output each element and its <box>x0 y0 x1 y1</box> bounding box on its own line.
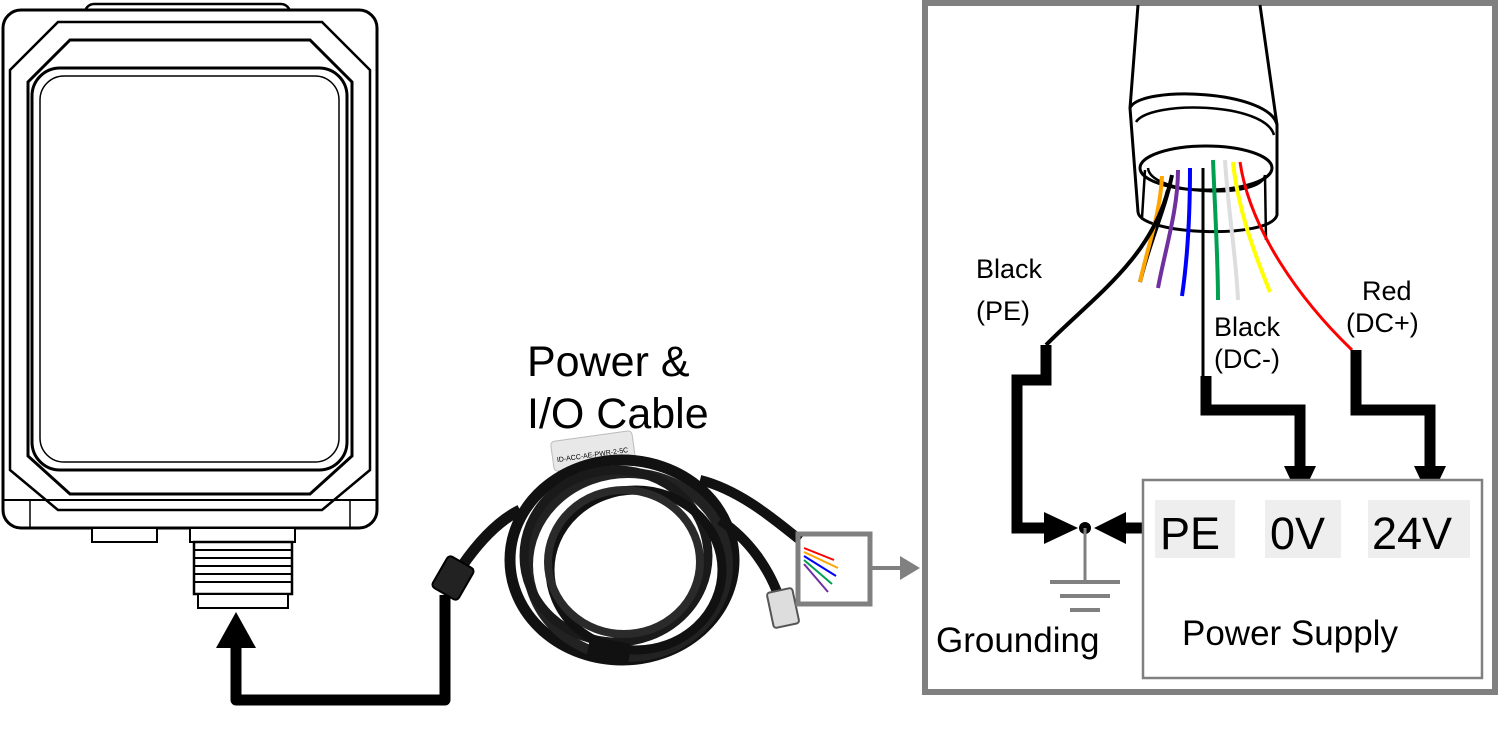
device-connector <box>189 527 296 609</box>
label-red-dcplus-2: (DC+) <box>1346 308 1419 338</box>
cable-title-line2: I/O Cable <box>527 390 709 438</box>
label-black-dcminus-2: (DC-) <box>1214 344 1280 374</box>
terminal-pe: PE <box>1160 508 1220 559</box>
ground-symbol <box>1050 522 1120 612</box>
label-black-pe-2: (PE) <box>976 296 1030 326</box>
grounding-label: Grounding <box>936 621 1099 660</box>
terminal-24v: 24V <box>1372 508 1452 559</box>
colored-wires <box>1044 159 1354 380</box>
power-supply-label: Power Supply <box>1182 614 1398 653</box>
device-housing <box>1 2 379 543</box>
terminal-0v: 0V <box>1270 508 1325 559</box>
coiled-cable: ID-ACC-AE-PWR-2-5C <box>431 430 839 666</box>
zoom-indicator <box>795 531 920 607</box>
cable-title-line1: Power & <box>527 338 690 386</box>
label-black-pe-1: Black <box>976 254 1043 284</box>
label-red-dcplus-1: Red <box>1362 276 1412 306</box>
label-black-dcminus-1: Black <box>1214 312 1281 342</box>
cable-to-device-arrow <box>216 595 451 706</box>
power-supply <box>1141 478 1484 680</box>
